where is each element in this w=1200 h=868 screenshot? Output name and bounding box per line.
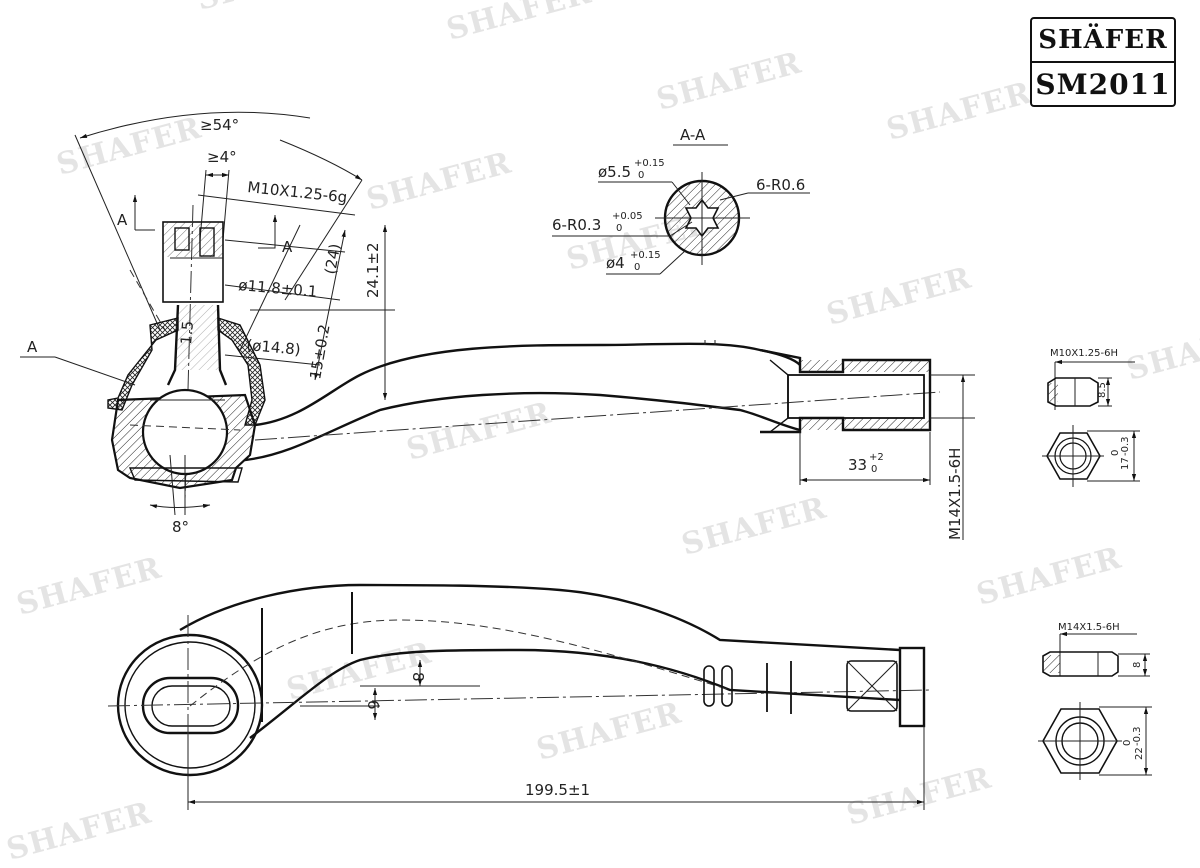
ref-diameter-label: (ø14.8): [246, 336, 302, 359]
nut-small-af-tol-lower: -0.3: [1120, 436, 1131, 456]
nut-small-af-tol-upper: 0: [1110, 450, 1121, 456]
overall-length-label: 199.5±1: [525, 781, 590, 799]
nut-small-height-label: 8.5: [1097, 382, 1108, 398]
stud-thread-label: M10X1.25-6g: [247, 178, 349, 206]
inner-diameter-tol-upper: +0.15: [630, 250, 661, 261]
watermark-text: SHAFER: [1123, 315, 1200, 387]
watermark-text: SHAFER: [533, 695, 685, 767]
brand-name: SHÄFER: [1032, 19, 1174, 63]
nut-small-af-label: 17: [1120, 457, 1131, 470]
outer-diameter-label: ø5.5: [598, 163, 631, 181]
top-view: 6 8 199.5±1: [107, 583, 931, 810]
taper-length-label: 1.5: [177, 320, 197, 345]
boot-height-label: 15±0.2: [306, 323, 333, 381]
outer-diameter-tol-upper: +0.15: [634, 158, 665, 169]
inner-diameter-label: ø4: [606, 254, 625, 272]
nut-large-af-tol-lower: -0.3: [1132, 726, 1143, 746]
watermark-text: SHAFER: [403, 395, 555, 467]
height-label: 24.1±2: [364, 242, 382, 298]
nut-large-height-label: 8: [1132, 662, 1143, 668]
ref-length-label: (24): [321, 242, 344, 275]
part-number: SM2011: [1035, 67, 1171, 101]
nut-large-af-label: 22: [1134, 747, 1145, 760]
nut-small-thread-label: M10X1.25-6H: [1050, 348, 1118, 359]
tilt-angle-label: 8°: [172, 518, 189, 536]
lobe-radius-label: 6-R0.6: [756, 176, 805, 194]
nut-large-af-tol-upper: 0: [1122, 740, 1133, 746]
inner-radius-tol-upper: +0.05: [612, 211, 643, 222]
outer-diameter-tol-lower: 0: [638, 170, 644, 181]
watermark-text: SHAFER: [363, 145, 515, 217]
nut-small: M10X1.25-6H 8.5 17 0 -0.3: [1042, 348, 1140, 487]
thread-depth-label: 33: [848, 456, 867, 474]
nut-large-thread-label: M14X1.5-6H: [1058, 622, 1120, 633]
watermark-text: SHAFER: [3, 795, 155, 867]
brand-title-block: SHÄFER SM2011: [1030, 17, 1176, 107]
detail-a-label: A: [27, 338, 38, 356]
watermark-text: SHAFER: [653, 45, 805, 117]
inner-diameter-tol-lower: 0: [634, 262, 640, 273]
section-marker-left: A: [117, 211, 128, 229]
section-title: A-A: [680, 126, 706, 144]
watermark-text: SHAFER: [883, 75, 1035, 147]
watermark-text: SHAFER: [843, 760, 995, 832]
watermark-text: SHAFER: [193, 0, 345, 18]
nut-large: M14X1.5-6H 8 22 0 -0.3: [1038, 622, 1152, 780]
watermark-text: SHAFER: [973, 540, 1125, 612]
section-marker-right: A: [282, 238, 293, 256]
taper-diameter-label: ø11.8±0.1: [238, 276, 318, 301]
watermark-text: SHAFER: [13, 550, 165, 622]
section-aa: A-A ø5.5 +0.15 0 6-R0.6 6-R0.3 +0.05 0 ø…: [552, 126, 810, 275]
offset-6-label: 6: [364, 700, 382, 710]
angle-taper-label: ≥4°: [207, 148, 237, 166]
angle-swing-label: ≥54°: [200, 116, 239, 134]
watermark-text: SHAFER: [53, 110, 205, 182]
watermark-text: SHAFER: [443, 0, 595, 48]
watermark-text: SHAFER: [678, 490, 830, 562]
offset-8-label: 8: [409, 672, 427, 682]
inner-thread-label: M14X1.5-6H: [946, 448, 964, 540]
thread-depth-tol-upper: +2: [869, 452, 884, 463]
thread-depth-tol-lower: 0: [871, 464, 877, 475]
inner-radius-label: 6-R0.3: [552, 216, 601, 234]
inner-radius-tol-lower: 0: [616, 223, 622, 234]
watermark-text: SHAFER: [823, 260, 975, 332]
